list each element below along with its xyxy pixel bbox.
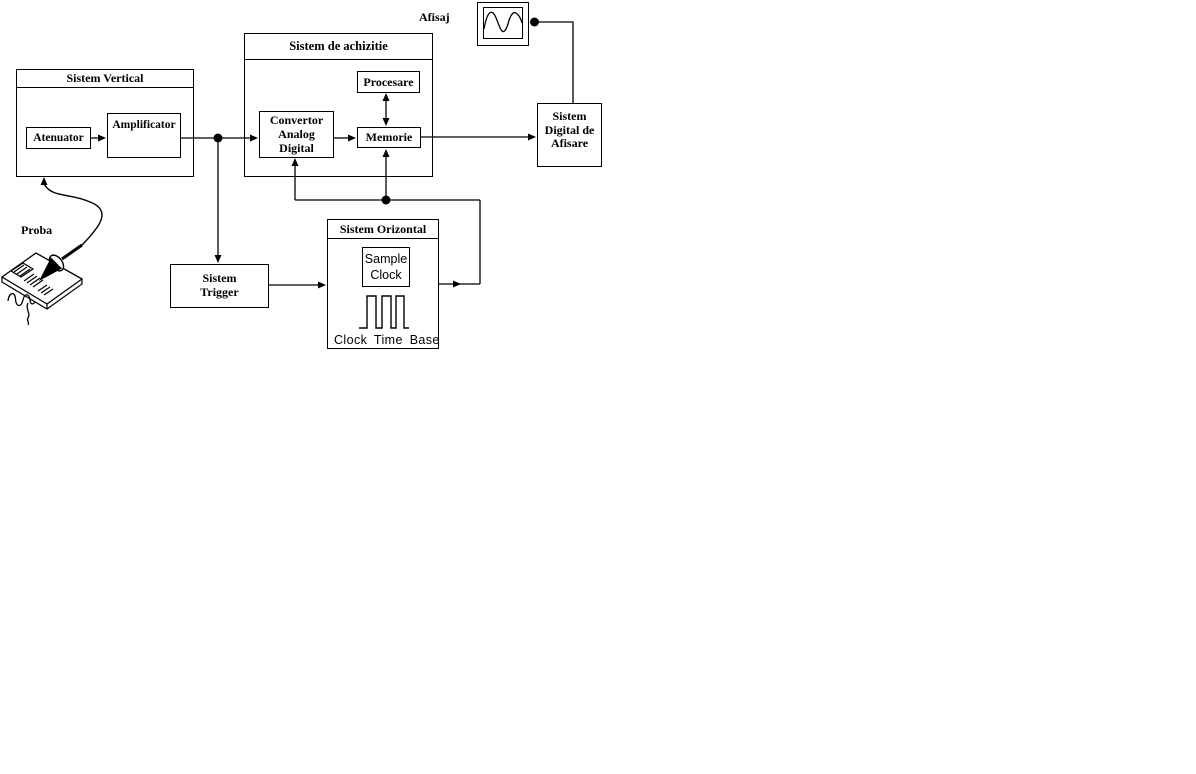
convertor-analog-digital-box: Convertor Analog Digital — [259, 111, 334, 158]
arrowhead — [453, 280, 461, 288]
junction-dot — [213, 133, 223, 143]
sistem-trigger-box: Sistem Trigger — [170, 264, 269, 308]
oscilloscope-probe-and-circuit-board-icon — [0, 183, 103, 326]
amplificator-box: Amplificator — [107, 113, 181, 158]
junction-dot — [381, 195, 391, 205]
sample-clock-box: Sample Clock — [362, 247, 410, 287]
arrowhead — [40, 177, 48, 185]
afisaj-label: Afisaj — [419, 10, 450, 24]
arrowhead — [214, 255, 222, 263]
display-inner-screen — [483, 7, 523, 39]
memorie-box: Memorie — [357, 127, 421, 148]
atenuator-box: Atenuator — [26, 127, 91, 149]
sistem-achizitie-box: Sistem de achizitie — [244, 33, 433, 177]
procesare-box: Procesare — [357, 71, 420, 93]
arrowhead — [528, 133, 536, 141]
sistem-achizitie-title: Sistem de achizitie — [245, 34, 432, 60]
probe-cable — [43, 183, 103, 246]
display-outer-box — [477, 2, 529, 46]
proba-label: Proba — [21, 223, 53, 237]
signal-squiggle-icon — [7, 292, 36, 326]
sistem-digital-afisare-box: Sistem Digital de Afisare — [537, 103, 602, 167]
circuit-board-edge — [1, 277, 83, 310]
probe-tip-cone — [39, 257, 62, 281]
junction-dot — [530, 17, 539, 27]
sistem-orizontal-title: Sistem Orizontal — [328, 220, 438, 239]
probe-shaft — [61, 243, 83, 261]
sistem-vertical-title: Sistem Vertical — [17, 70, 193, 88]
clock-time-base-label: Clock Time Base — [334, 333, 440, 347]
arrowhead — [318, 281, 326, 289]
circuit-board — [0, 252, 84, 305]
probe-collar — [48, 254, 65, 272]
circuit-board-components — [9, 262, 54, 296]
